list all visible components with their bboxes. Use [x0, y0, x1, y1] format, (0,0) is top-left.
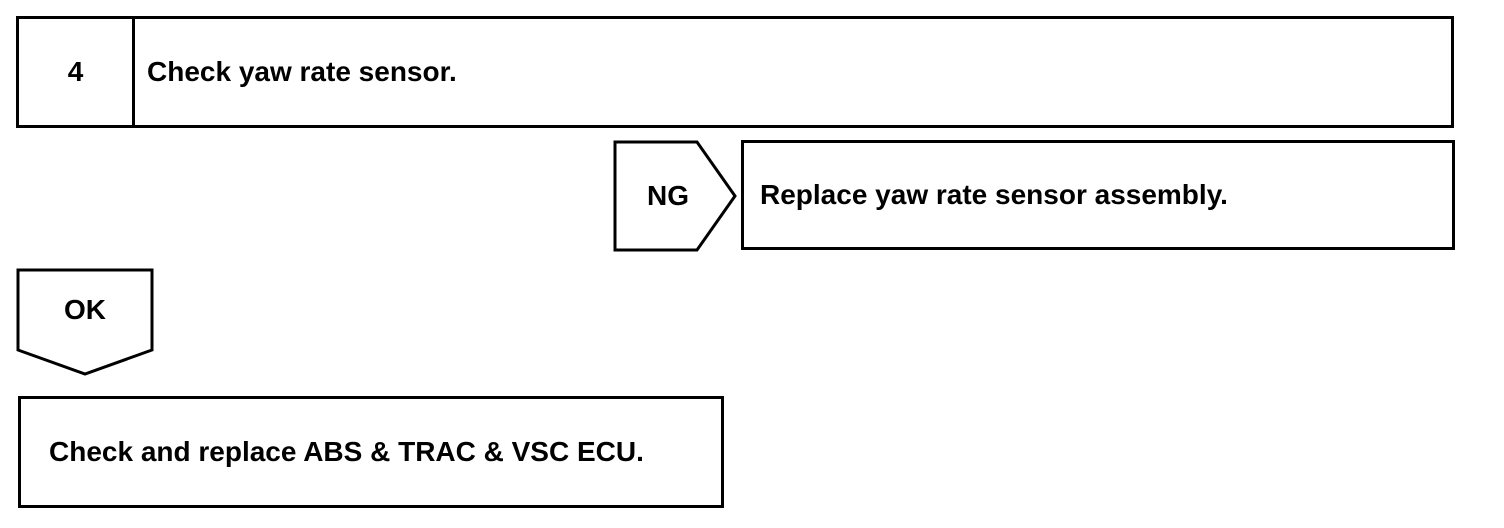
ok-label: OK	[64, 294, 106, 325]
ok-result-box: Check and replace ABS & TRAC & VSC ECU.	[18, 396, 724, 508]
ok-arrow-shape	[16, 268, 154, 376]
step-box: 4 Check yaw rate sensor.	[16, 16, 1454, 128]
step-title: Check yaw rate sensor.	[147, 56, 457, 87]
ok-action-text: Check and replace ABS & TRAC & VSC ECU.	[49, 436, 644, 467]
ng-arrow-shape	[613, 140, 737, 252]
ng-action-text: Replace yaw rate sensor assembly.	[760, 179, 1228, 210]
step-number: 4	[19, 19, 135, 125]
ng-label: NG	[647, 180, 689, 211]
ng-result-box: Replace yaw rate sensor assembly.	[741, 140, 1455, 250]
